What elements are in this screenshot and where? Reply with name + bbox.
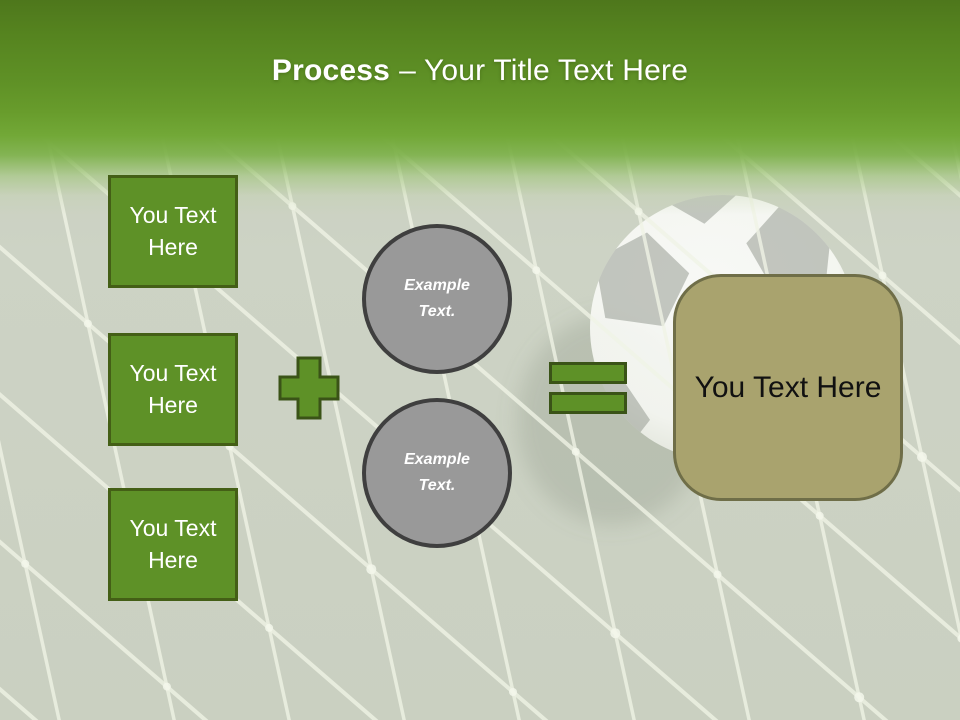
input-box-1[interactable]: You Text Here <box>108 175 238 288</box>
result-box[interactable]: You Text Here <box>673 274 903 501</box>
input-box-2-label: You Text Here <box>129 359 217 418</box>
input-box-1-label: You Text Here <box>129 201 217 260</box>
result-box-label: You Text Here <box>694 370 882 404</box>
example-circle-1[interactable]: Example Text. <box>362 224 512 374</box>
input-box-3[interactable]: You Text Here <box>108 488 238 601</box>
equals-icon-bottom-bar[interactable] <box>549 392 627 414</box>
example-circle-1-label: Example Text. <box>404 276 470 320</box>
example-circle-2[interactable]: Example Text. <box>362 398 512 548</box>
slide-title[interactable]: Process– Your Title Text Here <box>0 54 960 88</box>
title-bold-text: Process <box>271 54 391 87</box>
plus-icon[interactable] <box>277 355 341 421</box>
equals-icon-top-bar[interactable] <box>549 362 627 384</box>
title-regular-text: – Your Title Text Here <box>399 54 689 87</box>
input-box-3-label: You Text Here <box>129 514 217 573</box>
example-circle-2-label: Example Text. <box>404 450 470 494</box>
input-box-2[interactable]: You Text Here <box>108 333 238 446</box>
